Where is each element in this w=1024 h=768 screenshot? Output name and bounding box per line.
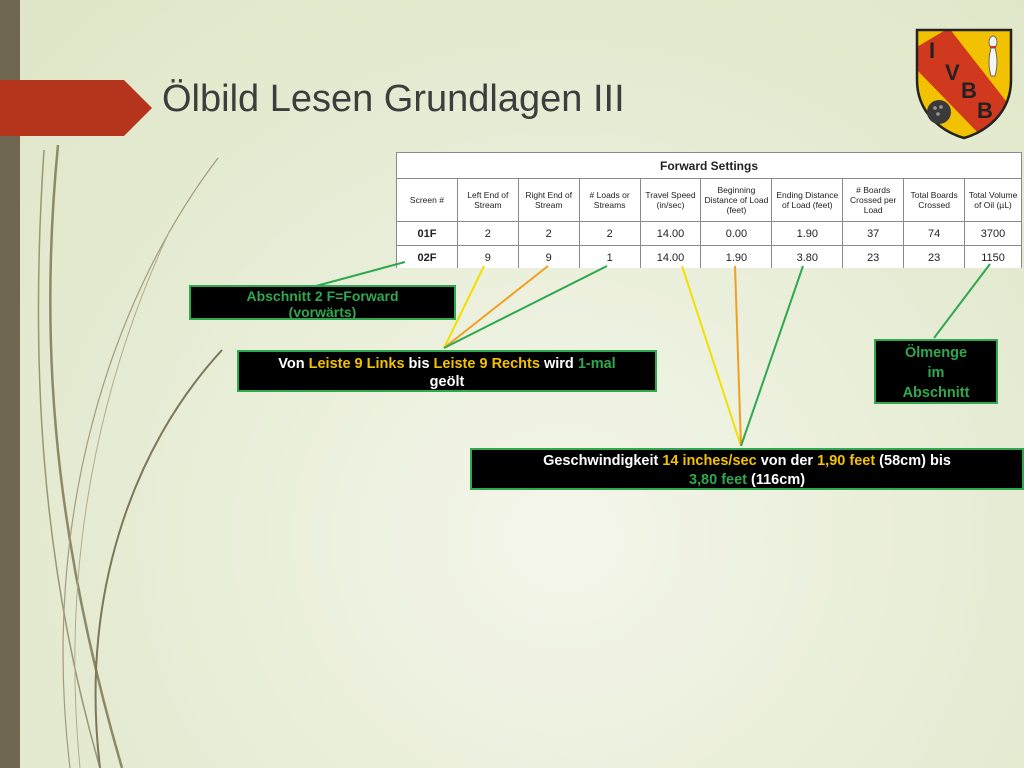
speed-text: (58cm) bis (875, 453, 951, 469)
boards-count: 1-mal (577, 356, 616, 372)
table-cell: 2 (578, 221, 641, 246)
table-cell: 23 (903, 245, 966, 268)
table-cell: 9 (456, 245, 519, 268)
boards-text: geölt (429, 374, 465, 390)
table-cell: 37 (842, 221, 905, 246)
table-cell: 3.80 (771, 245, 844, 268)
col-header: Total Volume of Oil (µL) (964, 178, 1022, 222)
bowling-pin-icon (988, 35, 998, 77)
oil-volume-callout: Ölmenge im Abschnitt (874, 339, 998, 404)
speed-end-distance: 3,80 feet (688, 472, 747, 488)
left-decor-bar (0, 0, 20, 768)
speed-callout: Geschwindigkeit 14 inches/sec von der 1,… (470, 448, 1024, 490)
speed-value: 14 inches/sec (662, 453, 757, 469)
table-cell: 1.90 (771, 221, 844, 246)
boards-text: wird (539, 356, 578, 372)
table-cell: 01F (396, 221, 458, 246)
table-title: Forward Settings (396, 152, 1022, 179)
logo-letter-v: V (945, 60, 960, 85)
decorative-curves (37, 144, 223, 768)
forward-settings-table: Forward Settings Screen # Left End of St… (396, 152, 1022, 268)
col-header: Left End of Stream (456, 178, 519, 222)
col-header: Travel Speed (in/sec) (639, 178, 702, 222)
table-cell: 02F (396, 245, 458, 268)
col-header: Ending Distance of Load (feet) (771, 178, 844, 222)
table-cell: 0.00 (700, 221, 773, 246)
table-cell: 14.00 (639, 221, 702, 246)
oil-callout-line3: Abschnitt (902, 385, 970, 401)
col-header: # Loads or Streams (578, 178, 641, 222)
col-header: Right End of Stream (517, 178, 580, 222)
boards-right: Leiste 9 Rechts (433, 356, 540, 372)
boards-text: bis (404, 356, 434, 372)
ivbb-logo: I V B B (915, 28, 1013, 140)
forward-settings-table-crop: Forward Settings Screen # Left End of St… (396, 152, 1024, 268)
table-cell: 23 (842, 245, 905, 268)
col-header: Screen # (396, 178, 458, 222)
table-cell: 74 (903, 221, 966, 246)
speed-text: von der (756, 453, 818, 469)
table-row: 02F 9 9 1 14.00 1.90 3.80 23 23 1150 (396, 245, 1022, 268)
table-cell: 3700 (964, 221, 1022, 246)
col-header: # Boards Crossed per Load (842, 178, 905, 222)
bowling-ball-icon (927, 100, 951, 124)
boards-callout: Von Leiste 9 Links bis Leiste 9 Rechts w… (237, 350, 657, 392)
section-callout-line1: Abschnitt 2 F=Forward (246, 288, 399, 304)
logo-letter-b1: B (961, 78, 977, 103)
oil-callout-line2: im (927, 365, 945, 381)
table-row: 01F 2 2 2 14.00 0.00 1.90 37 74 3700 (396, 221, 1022, 246)
table-cell: 2 (456, 221, 519, 246)
table-header-row: Screen # Left End of Stream Right End of… (396, 178, 1022, 222)
table-cell: 1150 (964, 245, 1022, 268)
oil-callout-line1: Ölmenge (904, 345, 968, 361)
table-cell: 1 (578, 245, 641, 268)
table-cell: 2 (517, 221, 580, 246)
slide-title: Ölbild Lesen Grundlagen III (162, 78, 625, 120)
speed-text: (116cm) (747, 472, 806, 488)
speed-text: Geschwindigkeit (543, 453, 663, 469)
title-arrow-shape (0, 80, 152, 136)
logo-letter-i: I (929, 38, 935, 63)
speed-start-distance: 1,90 feet (817, 453, 876, 469)
section-callout: Abschnitt 2 F=Forward (vorwärts) (189, 285, 456, 320)
table-cell: 14.00 (639, 245, 702, 268)
col-header: Total Boards Crossed (903, 178, 966, 222)
col-header: Beginning Distance of Load (feet) (700, 178, 773, 222)
section-callout-line2: (vorwärts) (288, 304, 357, 320)
table-cell: 1.90 (700, 245, 773, 268)
boards-left: Leiste 9 Links (308, 356, 405, 372)
boards-text: Von (278, 356, 309, 372)
table-cell: 9 (517, 245, 580, 268)
logo-letter-b2: B (977, 98, 993, 123)
